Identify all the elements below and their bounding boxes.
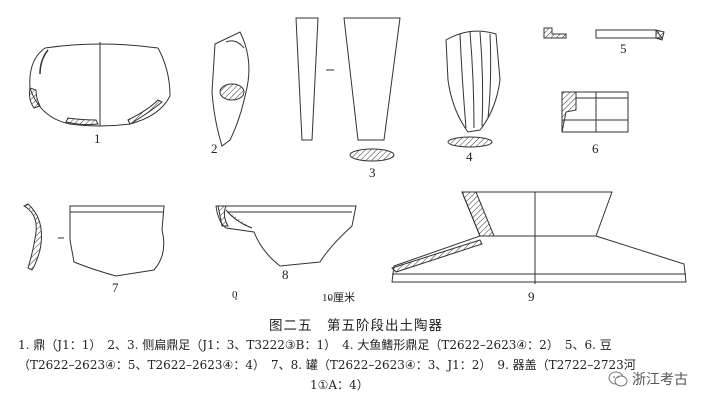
scale-end-label: 10厘米: [322, 292, 355, 304]
wechat-logo-icon: [608, 371, 628, 387]
vessel-5-dou-drawing: [543, 27, 665, 41]
vessel-8-jar-drawing: [215, 205, 357, 267]
figure-number-2: 2: [211, 141, 218, 156]
scale-bar: [235, 298, 331, 300]
vessel-9-lid-drawing: [391, 191, 687, 284]
watermark: 浙江考古: [608, 368, 708, 390]
caption-line-3: 1①A：4）: [310, 378, 369, 392]
watermark-text: 浙江考古: [632, 372, 688, 388]
vessel-3-ding-leg-drawing: [295, 17, 401, 162]
figure-number-7: 7: [112, 280, 119, 295]
vessel-4-fish-fin-leg-drawing: [445, 30, 501, 148]
vessel-2-ding-leg-drawing: [211, 31, 250, 147]
pottery-line-drawings: [22, 17, 687, 300]
vessel-7-jar-drawing: [22, 203, 165, 277]
figure-number-4: 4: [466, 149, 473, 164]
figure-number-5: 5: [620, 41, 627, 56]
caption-line-2: （T2622–2623④：5、T2622–2623④：4） 7、8. 罐（T26…: [18, 358, 636, 372]
figure-number-8: 8: [282, 267, 289, 282]
scale-start-label: 0: [232, 289, 238, 301]
figure-number-1: 1: [94, 131, 101, 146]
figure-number-3: 3: [369, 165, 376, 180]
figure-number-9: 9: [528, 289, 535, 304]
vessel-1-ding-drawing: [29, 42, 171, 127]
caption-title: 图二五 第五阶段出土陶器: [269, 318, 443, 334]
caption-line-1: 1. 鼎（J1：1） 2、3. 侧扁鼎足（J1：3、T3222③B：1） 4. …: [18, 338, 612, 352]
vessel-6-dou-drawing: [561, 91, 629, 133]
figure-number-6: 6: [592, 141, 599, 156]
